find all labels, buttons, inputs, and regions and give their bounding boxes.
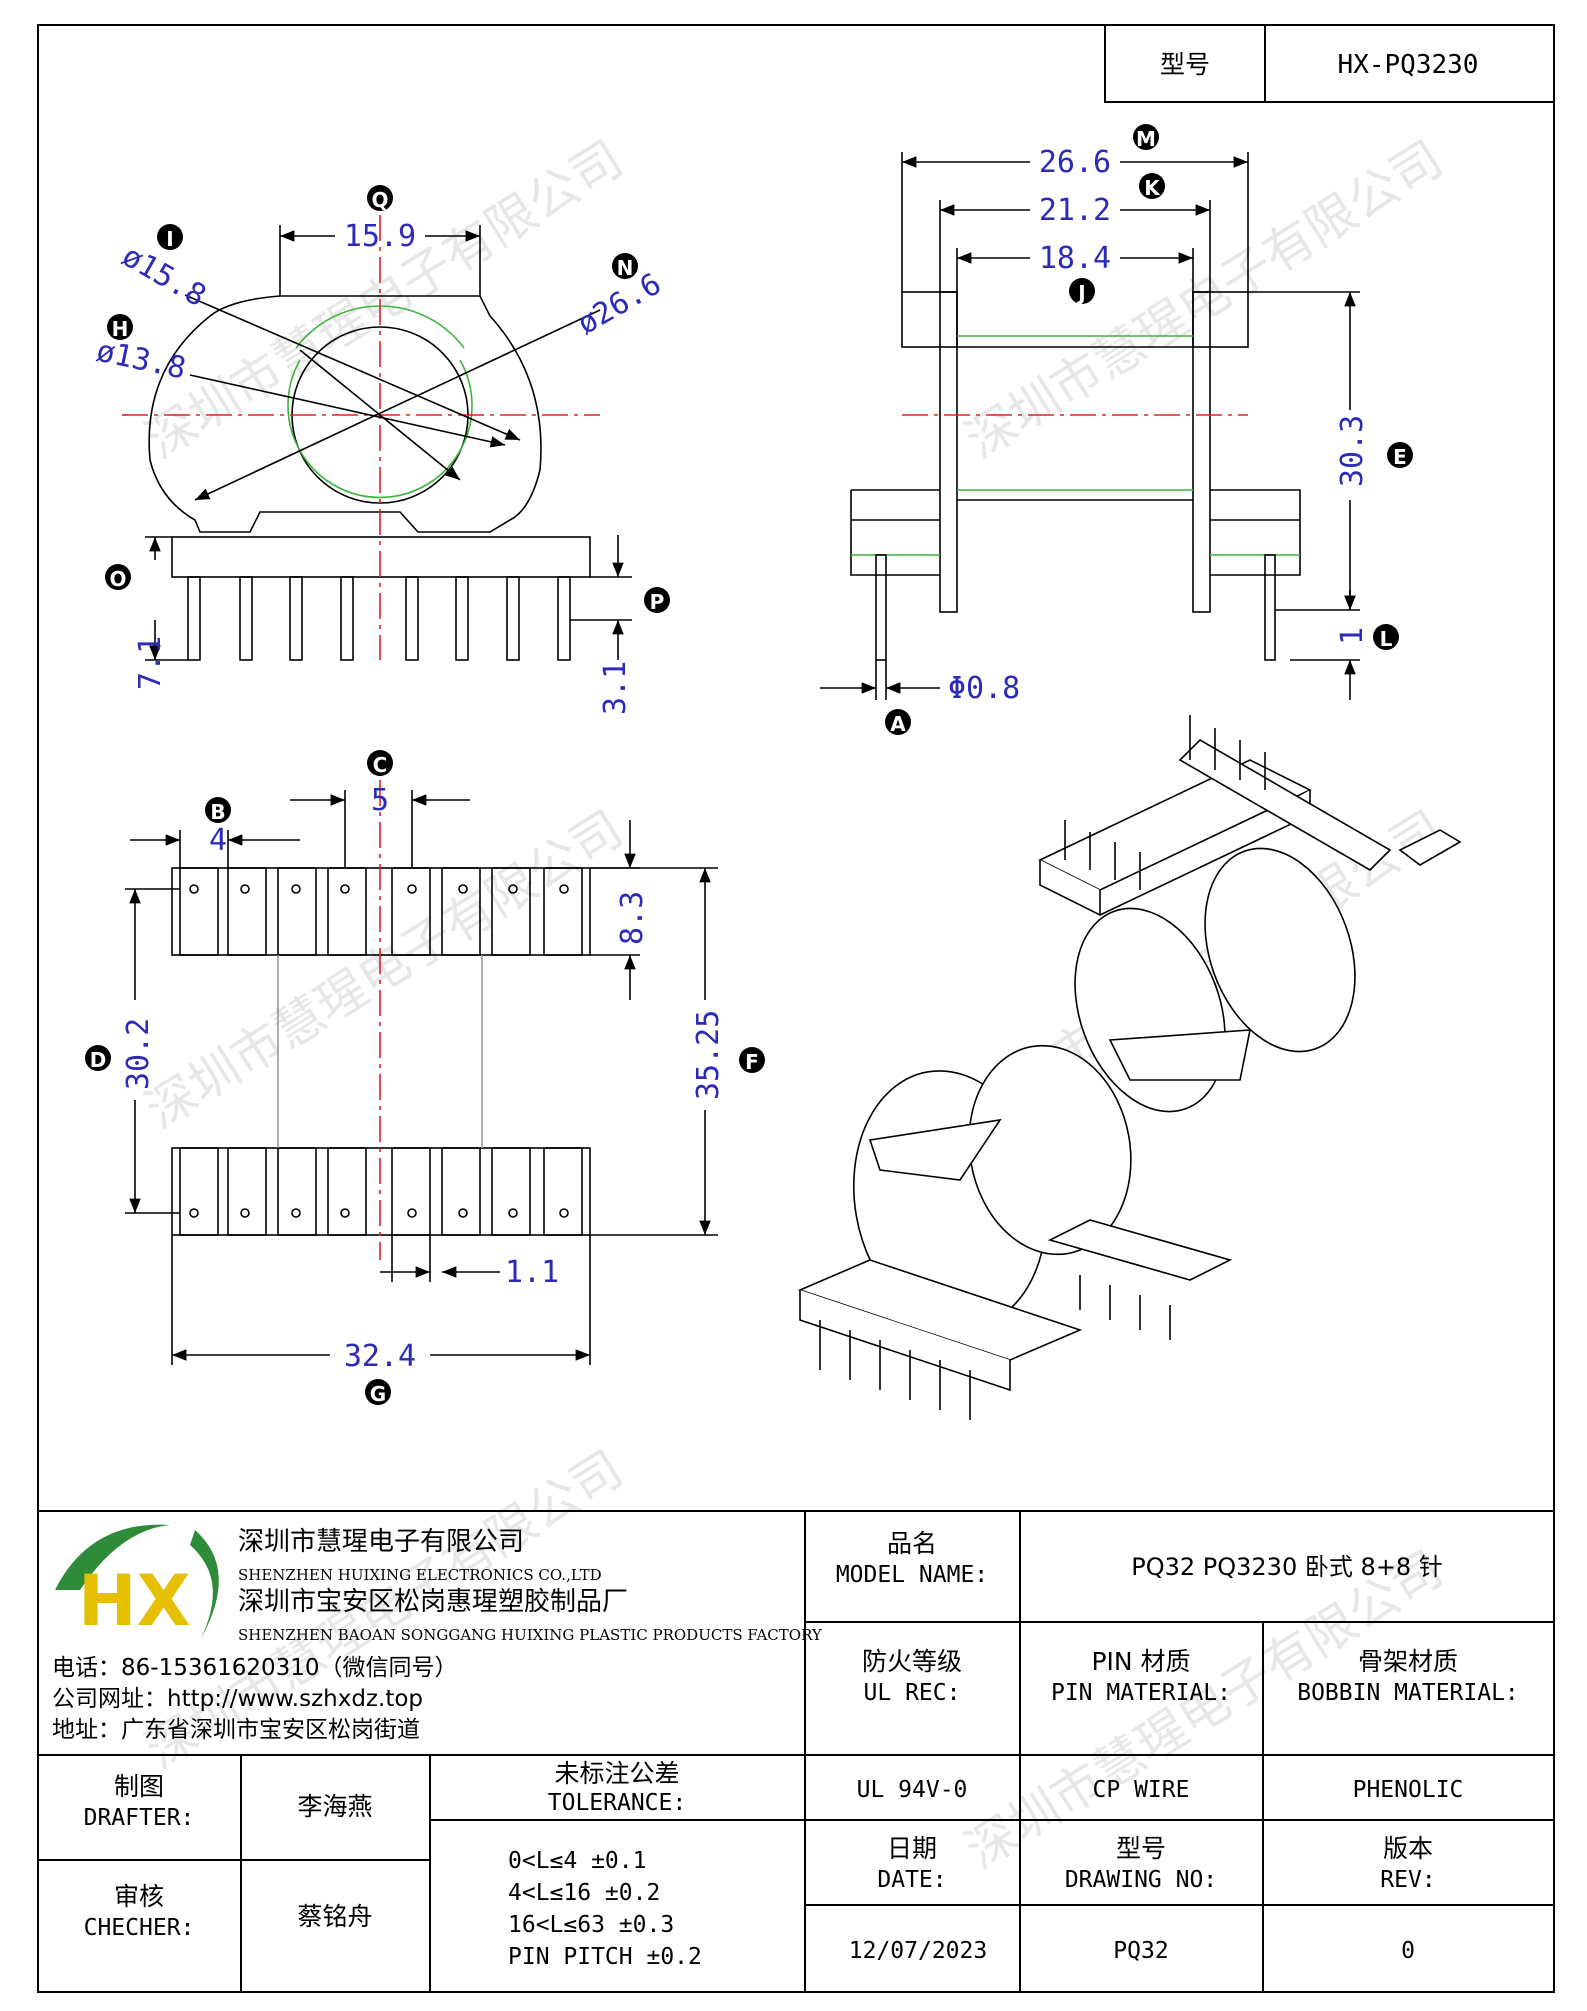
checker-cn: 审核	[114, 1882, 164, 1911]
callout-E: E	[1393, 445, 1407, 469]
rev-cn: 版本	[1383, 1834, 1433, 1863]
title-block	[38, 1510, 1554, 1992]
date-value: 12/07/2023	[849, 1938, 987, 1964]
ul-value: UL 94V-0	[857, 1777, 968, 1803]
drafter-en: DRAFTER:	[84, 1805, 195, 1831]
dim-dia-15-8: ø15.8	[116, 239, 212, 314]
logo-text: HX	[78, 1560, 191, 1642]
callout-C: C	[373, 753, 388, 777]
callout-P: P	[650, 590, 665, 614]
date-en: DATE:	[877, 1867, 946, 1893]
callout-D: D	[90, 1048, 107, 1072]
callout-A: A	[890, 712, 906, 736]
drawing-no-cn: 型号	[1116, 1834, 1166, 1863]
front-view	[122, 215, 632, 661]
callout-B: B	[210, 800, 225, 824]
drafter-name: 李海燕	[297, 1792, 372, 1821]
company-address: 地址：广东省深圳市宝安区松岗街道	[52, 1717, 420, 1743]
iso-view-lower	[797, 1044, 1233, 1420]
tolerance-cn: 未标注公差	[554, 1759, 679, 1788]
callout-J: J	[1076, 281, 1085, 305]
side-view	[820, 152, 1360, 700]
dim-1-1: 1.1	[505, 1255, 559, 1290]
dim-pin-dia: Φ0.8	[948, 671, 1020, 706]
tolerance-line-4: PIN PITCH ±0.2	[508, 1944, 702, 1970]
callout-L: L	[1380, 627, 1393, 651]
company-logo: HX	[55, 1524, 219, 1642]
front-callouts: Q I N H O P	[105, 185, 670, 614]
bottom-pad-row-top	[171, 867, 591, 956]
bobbin-value: PHENOLIC	[1353, 1777, 1464, 1803]
dim-32-4: 32.4	[344, 1339, 416, 1374]
company-phone: 电话：86-15361620310（微信同号）	[52, 1655, 458, 1681]
front-pins	[187, 576, 571, 661]
pin-material-en: PIN MATERIAL:	[1051, 1680, 1231, 1706]
tolerance-en: TOLERANCE:	[548, 1790, 686, 1816]
dim-18-4: 18.4	[1039, 241, 1111, 276]
rev-en: REV:	[1380, 1867, 1435, 1893]
dim-4: 4	[209, 823, 227, 858]
callout-K: K	[1144, 176, 1161, 200]
callout-F: F	[745, 1050, 759, 1074]
bottom-callouts: B C D F G	[85, 750, 765, 1406]
header-model-value: HX-PQ3230	[1338, 50, 1479, 80]
header-model-label: 型号	[1160, 50, 1210, 79]
callout-H: H	[112, 317, 129, 341]
dim-7-1: 7.1	[133, 636, 168, 690]
callout-N: N	[617, 256, 634, 280]
checker-en: CHECHER:	[84, 1915, 195, 1941]
callout-I: I	[166, 227, 173, 251]
rev-value: 0	[1401, 1938, 1415, 1964]
bottom-pad-row-bottom	[171, 1147, 591, 1236]
drawing-no-en: DRAWING NO:	[1065, 1867, 1217, 1893]
callout-G: G	[370, 1382, 386, 1406]
company-name-cn: 深圳市慧瑆电子有限公司	[238, 1527, 524, 1557]
dim-30-3: 30.3	[1335, 415, 1370, 487]
checker-name: 蔡铭舟	[297, 1902, 372, 1931]
watermark-2: 深圳市慧瑆电子有限公司	[956, 130, 1453, 471]
pin-value: CP WIRE	[1093, 1777, 1190, 1803]
factory-name-cn: 深圳市宝安区松岗惠瑆塑胶制品厂	[238, 1587, 628, 1617]
drawing-no-value: PQ32	[1113, 1938, 1168, 1964]
tolerance-line-3: 16<L≤63 ±0.3	[508, 1912, 674, 1938]
drafter-cn: 制图	[114, 1772, 164, 1801]
tolerance-line-1: 0<L≤4 ±0.1	[508, 1848, 646, 1874]
date-cn: 日期	[887, 1834, 937, 1863]
dim-21-2: 21.2	[1039, 193, 1111, 228]
ul-rec-en: UL REC:	[864, 1680, 961, 1706]
company-name-en: SHENZHEN HUIXING ELECTRONICS CO.,LTD	[238, 1566, 602, 1584]
front-flange-outline	[148, 295, 542, 533]
model-name-cn: 品名	[887, 1529, 937, 1558]
watermark-6: 深圳市慧瑆电子有限公司	[956, 1540, 1453, 1881]
callout-Q: Q	[371, 188, 388, 212]
callout-O: O	[109, 567, 126, 591]
dim-15-9: 15.9	[344, 219, 416, 254]
ul-rec-cn: 防火等级	[862, 1647, 962, 1676]
dim-30-2: 30.2	[121, 1018, 156, 1090]
tolerance-line-2: 4<L≤16 ±0.2	[508, 1880, 660, 1906]
dim-35-25: 35.25	[691, 1010, 726, 1100]
bobbin-material-en: BOBBIN MATERIAL:	[1297, 1680, 1519, 1706]
dim-dia-13-8: ø13.8	[93, 334, 189, 387]
bobbin-material-cn: 骨架材质	[1358, 1647, 1458, 1676]
front-hidden-ring	[287, 359, 473, 499]
dim-8-3: 8.3	[615, 891, 650, 945]
company-website: 公司网址：http://www.szhxdz.top	[52, 1686, 423, 1712]
dim-5: 5	[371, 783, 389, 818]
iso-view-upper	[1038, 715, 1462, 1113]
dim-1: 1	[1335, 627, 1370, 645]
callout-M: M	[1136, 127, 1156, 151]
pin-material-cn: PIN 材质	[1091, 1647, 1190, 1676]
bottom-view	[125, 780, 718, 1365]
sheet-border	[37, 24, 1555, 1993]
header-model-box: 型号 HX-PQ3230	[1104, 24, 1555, 103]
front-base	[171, 536, 591, 578]
dim-3-1: 3.1	[598, 661, 633, 715]
model-name-value: PQ32 PQ3230 卧式 8+8 针	[1131, 1553, 1443, 1581]
factory-name-en: SHENZHEN BAOAN SONGGANG HUIXING PLASTIC …	[238, 1626, 823, 1644]
dim-26-6: 26.6	[1039, 145, 1111, 180]
model-name-en: MODEL NAME:	[836, 1562, 988, 1588]
side-callouts: M K J E L A	[885, 124, 1413, 736]
